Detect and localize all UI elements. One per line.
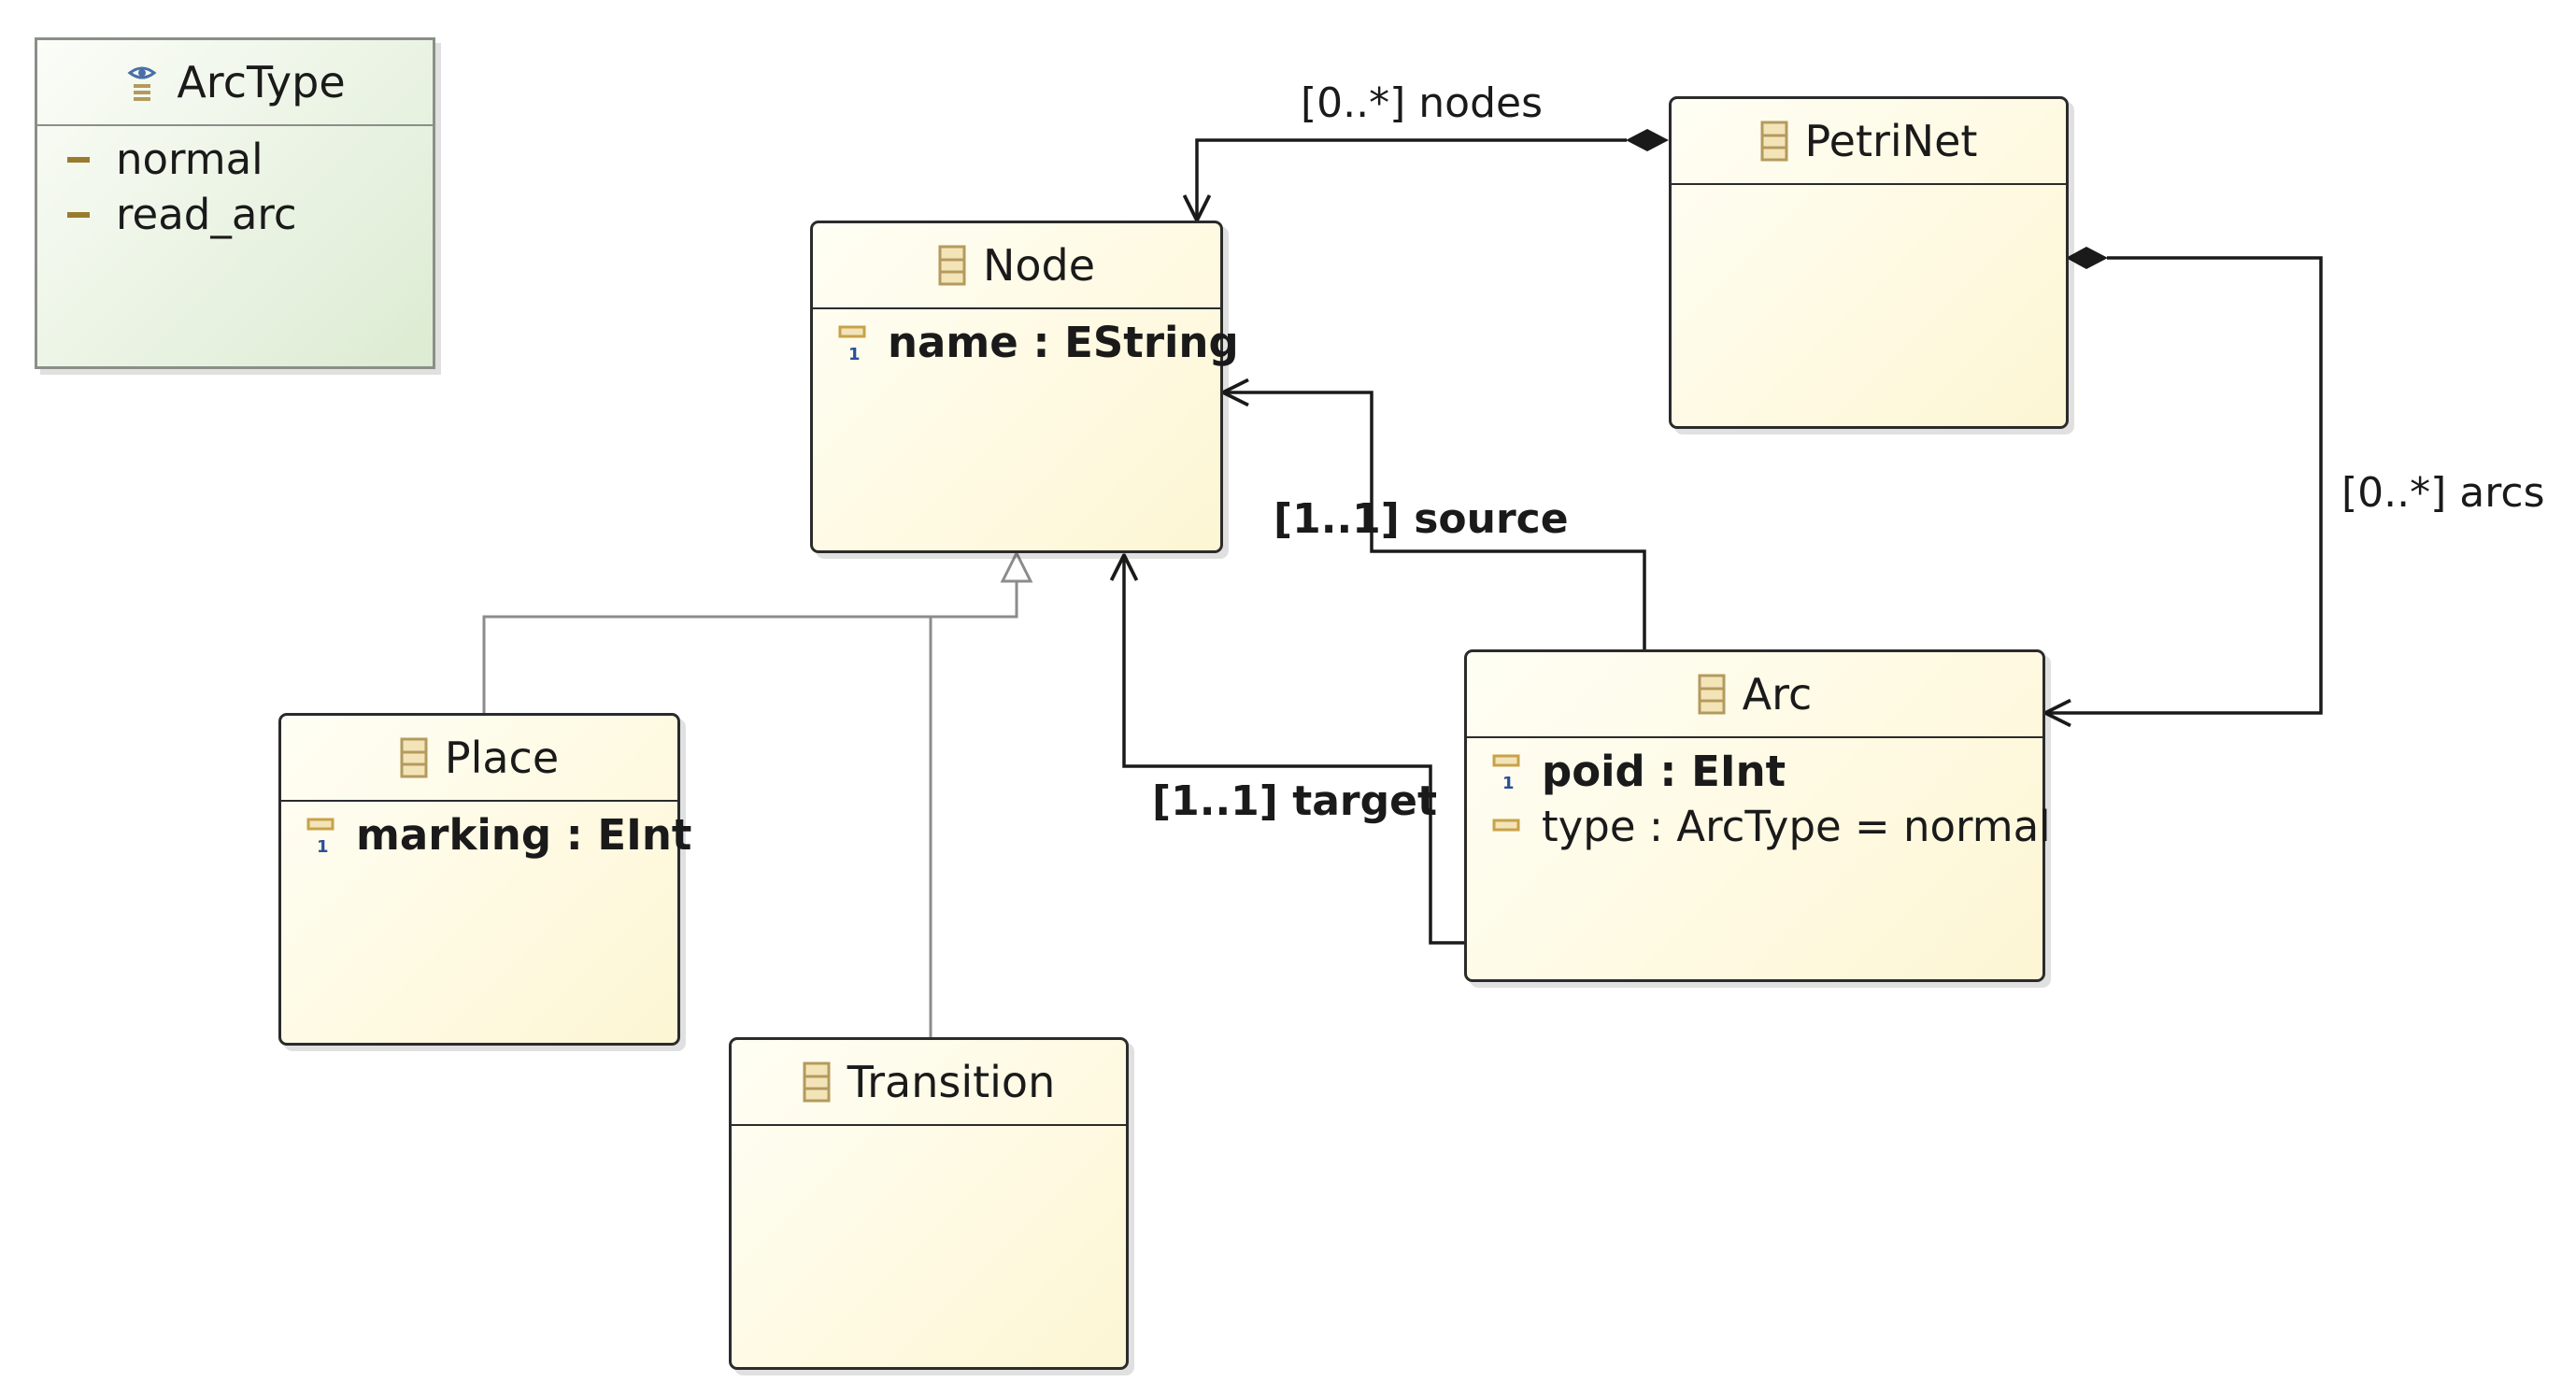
svg-text:1: 1 <box>1502 774 1515 791</box>
node-class[interactable]: Node 1 name : EString <box>810 221 1239 553</box>
arcs-containment-diamond <box>2066 247 2108 269</box>
attribute-separator: : <box>1018 318 1065 367</box>
attribute-name: marking <box>356 810 552 860</box>
source-reference-edge <box>1223 392 1646 649</box>
svg-text:1: 1 <box>317 837 329 854</box>
enum-name: ArcType <box>177 57 346 107</box>
attribute-row: 1 poid : EInt <box>1491 744 2042 799</box>
enum-header: ArcType <box>37 40 433 126</box>
petrinet-class[interactable]: PetriNet <box>1669 96 2069 429</box>
eenum-icon <box>127 66 157 101</box>
enum-literal: normal <box>65 132 433 187</box>
class-header: Arc <box>1467 652 2042 738</box>
attribute-name: name <box>888 318 1018 367</box>
eliteral-icon <box>67 156 90 163</box>
nodes-edge-label: [0..*] nodes <box>1301 79 1544 127</box>
attribute-type: EInt <box>1691 747 1786 796</box>
class-name: Place <box>444 733 560 783</box>
eclass-icon <box>1698 674 1726 715</box>
enum-literal-label: read_arc <box>116 190 297 239</box>
attribute-row: type : ArcType = normal <box>1491 799 2051 854</box>
generalization-arrowhead <box>1000 549 1033 583</box>
eattribute-icon: 1 <box>838 325 866 362</box>
attribute-separator: : <box>1644 747 1692 796</box>
place-class[interactable]: Place 1 marking : EInt <box>278 713 691 1046</box>
svg-text:1: 1 <box>848 345 861 362</box>
source-edge-label: [1..1] source <box>1274 495 1569 543</box>
nodes-reference-edge <box>1197 138 1627 221</box>
arcs-edge-label: [0..*] arcs <box>2341 469 2545 517</box>
attribute-type: EInt <box>597 810 692 860</box>
attribute-row: 1 name : EString <box>837 315 1239 370</box>
enum-literal: read_arc <box>65 187 433 242</box>
attribute-row: 1 marking : EInt <box>306 807 691 862</box>
class-header: Place <box>281 716 677 802</box>
class-header: Node <box>813 223 1220 309</box>
eclass-icon <box>938 245 966 286</box>
target-reference-edge <box>1124 555 1464 945</box>
eclass-icon <box>1760 121 1788 162</box>
nodes-containment-diamond <box>1626 129 1669 151</box>
class-name: Node <box>982 240 1096 291</box>
enum-literal-label: normal <box>116 135 263 184</box>
eattribute-icon <box>1492 819 1520 831</box>
attribute-separator: : <box>551 810 598 860</box>
attribute-type: EString <box>1064 318 1239 367</box>
class-header: PetriNet <box>1672 99 2066 185</box>
class-name: Transition <box>847 1057 1056 1107</box>
transition-class[interactable]: Transition <box>729 1037 1129 1370</box>
class-name: PetriNet <box>1804 116 1978 166</box>
eclass-icon <box>803 1061 831 1103</box>
eclass-icon <box>400 737 428 778</box>
eattribute-icon: 1 <box>1492 754 1520 791</box>
arcs-reference-edge <box>2045 256 2323 713</box>
attribute-name: poid <box>1542 747 1645 796</box>
class-name: Arc <box>1742 669 1813 719</box>
reference-edges <box>1124 129 2323 945</box>
class-header: Transition <box>732 1040 1126 1126</box>
attribute-text: type : ArcType = normal <box>1542 802 2051 851</box>
arctype-enum[interactable]: ArcType normal read_arc <box>35 37 435 369</box>
eliteral-icon <box>67 211 90 218</box>
target-edge-label: [1..1] target <box>1152 777 1437 825</box>
inheritance-edges <box>482 549 1033 1037</box>
arc-class[interactable]: Arc 1 poid : EInt type : ArcType = norma… <box>1464 649 2051 982</box>
place-generalization-edge <box>482 581 1018 713</box>
eattribute-icon: 1 <box>306 818 334 854</box>
